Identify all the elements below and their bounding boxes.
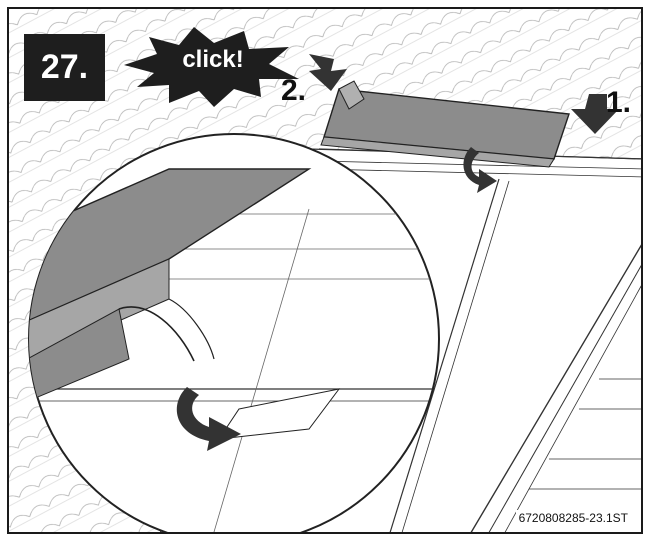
step-label-2: 2. (281, 74, 307, 107)
down-arrow-icon (571, 94, 619, 134)
figure-frame: 27. click! 2. 1. 6720808285-23.1ST (7, 7, 643, 534)
roof-illustration (9, 9, 641, 532)
starburst-icon (124, 27, 299, 107)
reference-code: 6720808285-23.1ST (515, 510, 631, 526)
cover-piece (320, 80, 570, 168)
detail-circle (28, 133, 440, 532)
curved-arrow-icon (176, 387, 241, 451)
step-number-badge: 27. (24, 34, 105, 101)
down-arrow-icon (309, 54, 347, 91)
curved-arrow-icon (463, 147, 497, 193)
step-label-1: 1. (606, 86, 632, 119)
click-callout: click! (182, 46, 244, 73)
